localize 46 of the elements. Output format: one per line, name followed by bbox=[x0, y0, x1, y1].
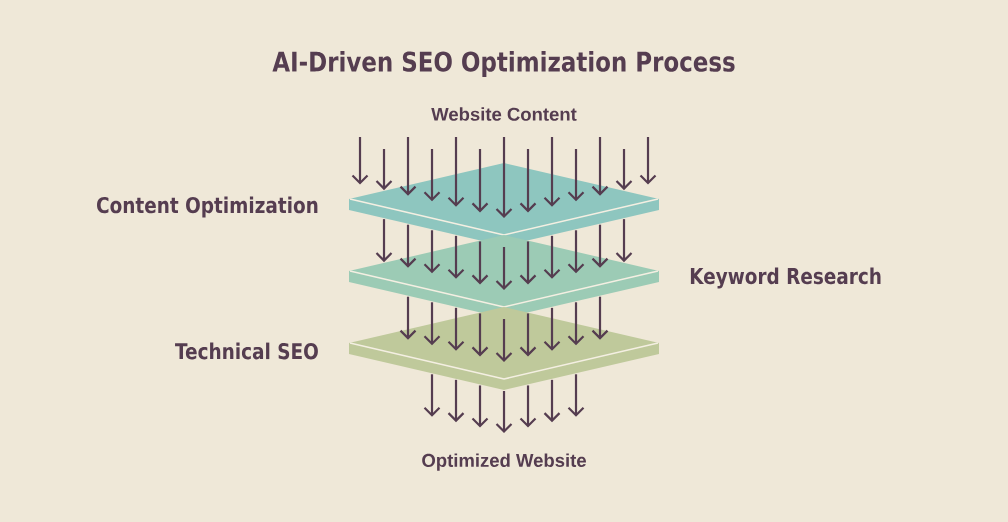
arrow bbox=[399, 224, 417, 268]
arrow bbox=[423, 374, 441, 417]
arrow bbox=[543, 235, 561, 279]
arrow bbox=[591, 296, 609, 340]
arrow bbox=[471, 385, 489, 428]
arrow bbox=[399, 137, 417, 196]
arrow bbox=[519, 385, 537, 428]
layer-label: Content Optimization bbox=[97, 196, 318, 218]
arrow bbox=[447, 235, 465, 279]
layer-label: Keyword Research bbox=[690, 267, 881, 289]
arrow bbox=[495, 247, 513, 290]
arrow bbox=[447, 137, 465, 207]
arrow bbox=[567, 302, 585, 346]
arrow bbox=[447, 307, 465, 351]
arrow bbox=[375, 219, 393, 263]
arrow bbox=[519, 241, 537, 285]
arrow bbox=[495, 137, 513, 218]
title: AI-Driven SEO Optimization Process bbox=[272, 50, 735, 78]
arrow bbox=[519, 149, 537, 213]
arrow bbox=[471, 149, 489, 213]
arrow bbox=[543, 307, 561, 351]
arrow bbox=[567, 230, 585, 274]
arrow bbox=[591, 137, 609, 196]
flow-label: Optimized Website bbox=[422, 453, 586, 471]
arrow bbox=[471, 241, 489, 285]
arrow bbox=[423, 149, 441, 202]
arrow bbox=[615, 219, 633, 263]
arrow bbox=[447, 379, 465, 423]
layer-label: Technical SEO bbox=[175, 342, 318, 360]
arrow bbox=[567, 149, 585, 202]
arrow bbox=[543, 379, 561, 423]
arrow bbox=[543, 137, 561, 207]
arrow bbox=[519, 313, 537, 357]
arrow bbox=[423, 302, 441, 346]
arrow bbox=[591, 224, 609, 268]
arrow bbox=[615, 149, 633, 191]
arrow bbox=[375, 149, 393, 191]
arrow bbox=[351, 137, 369, 185]
arrow bbox=[423, 230, 441, 274]
arrow bbox=[567, 374, 585, 417]
arrow bbox=[639, 137, 657, 185]
arrow bbox=[471, 313, 489, 357]
arrow bbox=[399, 296, 417, 340]
arrow bbox=[495, 391, 513, 433]
flow-label: Website Content bbox=[431, 107, 577, 121]
arrow bbox=[495, 319, 513, 362]
